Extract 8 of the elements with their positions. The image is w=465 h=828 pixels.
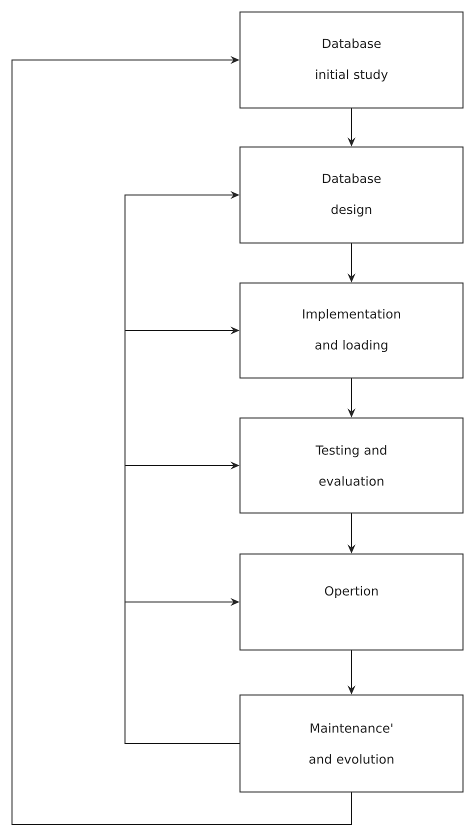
arrow [124,598,240,744]
process-box: Opertion [240,554,464,650]
process-box: Testing and evaluation [240,418,464,514]
process-box: Database design [240,146,464,244]
arrow [12,56,352,825]
process-box: Maintenance' and evolution [240,694,464,792]
process-box: Database initial study [240,12,464,108]
process-box: Implementation and loading [240,282,464,378]
